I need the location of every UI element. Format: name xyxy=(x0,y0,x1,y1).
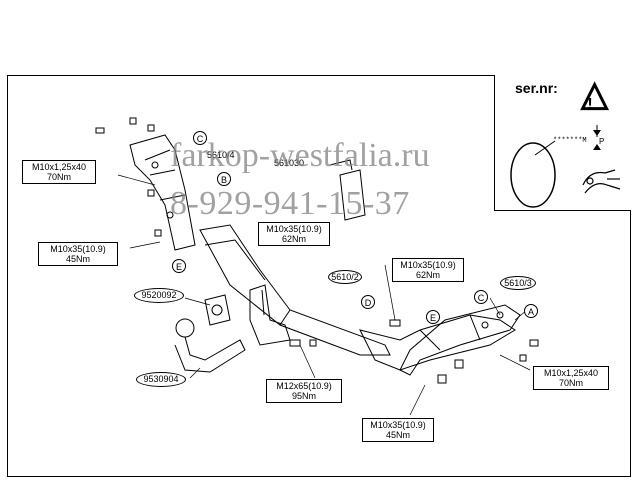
bolt-spec: M10x1,25x40 xyxy=(31,162,87,172)
ball-neck xyxy=(174,318,246,373)
svg-text:!: ! xyxy=(587,96,592,113)
part-number-beam: 5610/2 xyxy=(328,270,362,284)
serial-label: ser.nr: xyxy=(515,80,558,96)
torque-label-top-left: M10x1,25x40 70Nm xyxy=(22,160,96,184)
part-number-bracket-right: 5610/3 xyxy=(500,276,536,290)
leader-lines xyxy=(117,174,531,416)
callout-c-right: C xyxy=(474,290,488,304)
tow-hitch-mount xyxy=(249,284,291,346)
part-number-center-bar: 561030 xyxy=(274,158,305,168)
bolt-spec: M10x1,25x40 xyxy=(543,368,599,378)
callout-e-right: E xyxy=(426,310,440,324)
serial-number-panel: ser.nr: ! *******M P xyxy=(494,75,631,211)
part-number-ball: 9530904 xyxy=(136,372,186,387)
bolts xyxy=(95,117,539,384)
serial-plate-p: P xyxy=(599,137,605,146)
callout-d-center: D xyxy=(361,295,375,309)
torque-value: 70Nm xyxy=(46,172,71,182)
torque-value: 45Nm xyxy=(65,254,90,264)
socket-plate xyxy=(204,294,231,326)
torque-value: 70Nm xyxy=(558,378,583,388)
torque-label-center-top: M10x35(10.9) 62Nm xyxy=(258,222,330,246)
torque-value: 62Nm xyxy=(415,270,440,280)
callout-a-right: A xyxy=(524,304,538,318)
serial-plate-text: *******M xyxy=(553,137,587,145)
torque-label-mid-left: M10x35(10.9) 45Nm xyxy=(38,242,118,266)
eye-icon xyxy=(582,169,621,194)
bolt-spec: M12x65(10.9) xyxy=(276,381,332,391)
torque-value: 95Nm xyxy=(291,391,316,401)
part-number-socket: 9520092 xyxy=(134,288,184,303)
part-number-bracket-left: 5610/4 xyxy=(207,150,235,160)
bolt-spec: M10x35(10.9) xyxy=(50,244,106,254)
callout-b-left: B xyxy=(217,172,231,186)
torque-label-right-top: M10x35(10.9) 62Nm xyxy=(392,258,464,282)
torque-label-right-bottom: M10x1,25x40 70Nm xyxy=(533,366,609,390)
warning-icon: ! xyxy=(580,81,610,113)
watermark-phone: 8-929-941-15-37 xyxy=(170,185,410,222)
callout-e-left: E xyxy=(172,259,186,273)
center-bar xyxy=(199,159,391,356)
torque-label-bottom-center: M12x65(10.9) 95Nm xyxy=(266,379,342,403)
torque-value: 62Nm xyxy=(281,234,306,244)
torque-label-bottom-right: M10x35(10.9) 45Nm xyxy=(362,418,434,442)
diagram-frame xyxy=(7,75,631,477)
bolt-spec: M10x35(10.9) xyxy=(266,224,322,234)
right-bracket xyxy=(399,304,521,376)
bolt-spec: M10x35(10.9) xyxy=(400,260,456,270)
beam xyxy=(359,314,516,371)
torque-value: 45Nm xyxy=(385,430,410,440)
callout-c-left: C xyxy=(193,131,207,145)
bolt-spec: M10x35(10.9) xyxy=(370,420,426,430)
left-bracket xyxy=(129,134,196,251)
serial-panel-drawing: ! xyxy=(510,81,621,208)
watermark-site: farkop-westfalia.ru xyxy=(170,137,430,174)
